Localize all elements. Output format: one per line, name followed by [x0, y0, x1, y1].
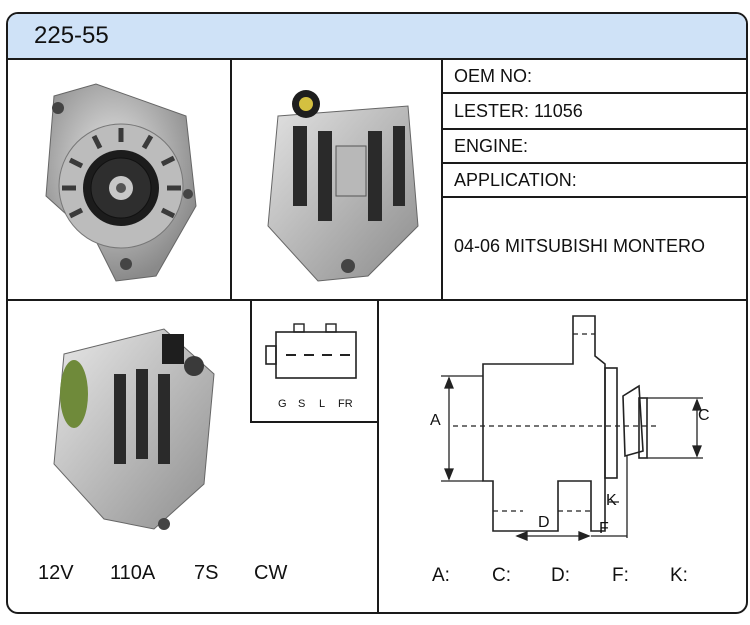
oem-label: OEM NO: [454, 66, 533, 86]
divider-info-1 [441, 92, 746, 94]
alternator-rear-photo [267, 90, 419, 282]
pin-label-fr: FR [338, 398, 353, 410]
dimension-d: D: [551, 565, 570, 586]
pin-label-g: G [278, 398, 287, 410]
connector-diagram [265, 323, 357, 379]
dim-label-a: A [430, 412, 441, 429]
dimension-c: C: [492, 565, 511, 586]
spec-rotation: CW [254, 562, 288, 584]
dimension-diagram [441, 315, 703, 541]
spec-amperage: 110A [110, 562, 156, 584]
dim-label-d: D [538, 514, 550, 531]
engine-label: ENGINE: [454, 136, 529, 156]
divider-info-2 [441, 128, 746, 130]
dim-label-f: F [599, 520, 609, 537]
divider-bottom-left [377, 300, 379, 612]
dimension-k: K: [670, 565, 688, 586]
alternator-front-photo [45, 83, 197, 282]
connector-box-bottom [250, 421, 378, 423]
header-bar: 225-55 [8, 14, 746, 60]
pin-label-l: L [319, 398, 326, 410]
spec-voltage: 12V [38, 562, 74, 584]
dimension-f: F: [612, 565, 629, 586]
divider-info-3 [441, 162, 746, 164]
divider-col-2 [441, 58, 443, 300]
part-number: 225-55 [34, 22, 109, 49]
application-value: 04-06 MITSUBISHI MONTERO [454, 236, 706, 256]
lester-label: LESTER: 11056 [454, 101, 583, 121]
dimension-a: A: [432, 565, 450, 586]
pin-label-s: S [298, 398, 306, 410]
alternator-side-photo [53, 328, 215, 530]
dim-label-k: K [606, 492, 617, 509]
dim-label-c: C [698, 407, 710, 424]
divider-info-4 [441, 196, 746, 198]
application-label: APPLICATION: [454, 170, 577, 190]
spec-pulley: 7S [194, 562, 219, 584]
divider-col-1 [230, 58, 232, 300]
spec-sheet: 225-55 OEM NO: LESTER: 11056 ENGINE: APP… [6, 12, 748, 614]
connector-box-left [250, 300, 252, 422]
